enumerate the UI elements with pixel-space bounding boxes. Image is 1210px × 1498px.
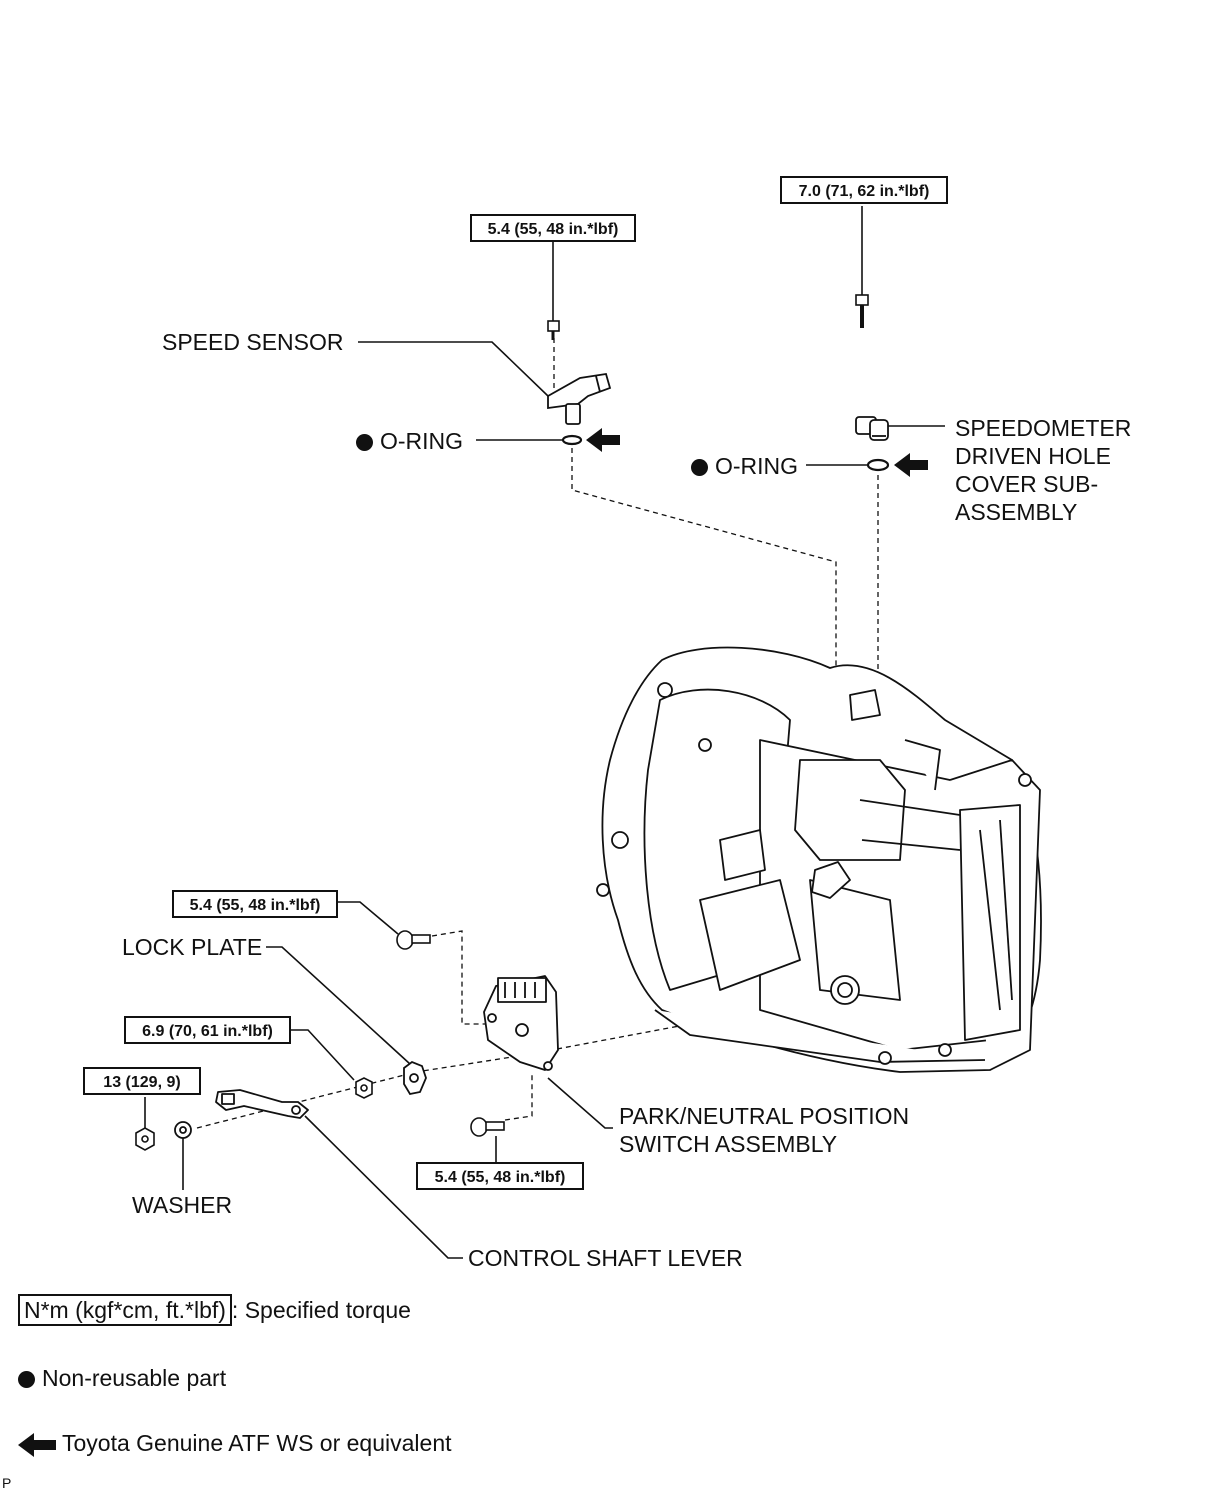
lock-plate-icon	[403, 1060, 427, 1096]
speed-sensor-icon	[547, 372, 612, 425]
label-speedometer-cover-line-1: SPEEDOMETER	[955, 415, 1132, 441]
label-washer: WASHER	[132, 1192, 233, 1218]
legend-torque-box: N*m (kgf*cm, ft.*lbf)	[18, 1294, 232, 1326]
legend-non-reusable-text: Non-reusable part	[42, 1365, 227, 1391]
switch-upper-bolt-icon	[396, 930, 431, 950]
legend-atf-text: Toyota Genuine ATF WS or equivalent	[62, 1430, 452, 1456]
torque-speedometer-cover-bolt: 7.0 (71, 62 in.*lbf)	[780, 176, 948, 204]
corner-mark: P	[2, 1475, 12, 1491]
atf-arrow-icon	[18, 1432, 56, 1457]
speedometer-cover-bolt-icon	[855, 294, 869, 328]
label-speed-sensor: SPEED SENSOR	[162, 329, 344, 355]
switch-nut-icon	[355, 1077, 373, 1099]
torque-lever-nut: 13 (129, 9)	[83, 1067, 201, 1095]
torque-switch-lower-bolt: 5.4 (55, 48 in.*lbf)	[416, 1162, 584, 1190]
atf-arrow-right-icon	[894, 453, 928, 477]
control-shaft-lever-icon	[215, 1089, 309, 1119]
label-speedometer-cover-line-2: DRIVEN HOLE	[955, 443, 1111, 469]
label-lock-plate: LOCK PLATE	[122, 934, 263, 960]
label-speedometer-cover: SPEEDOMETER DRIVEN HOLE COVER SUB- ASSEM…	[955, 414, 1195, 526]
alignment-lines	[196, 338, 879, 1129]
washer-icon	[174, 1121, 192, 1139]
torque-switch-upper-bolt: 5.4 (55, 48 in.*lbf)	[172, 890, 338, 918]
label-oring-left: O-RING	[356, 427, 463, 455]
atf-arrow-left-icon	[586, 428, 620, 452]
torque-switch-nut: 6.9 (70, 61 in.*lbf)	[124, 1016, 291, 1044]
speedometer-cover-icon	[855, 416, 889, 441]
transaxle-housing-icon	[596, 646, 1042, 1073]
legend-torque-text: : Specified torque	[231, 1297, 411, 1323]
oring-right-icon	[866, 458, 890, 472]
label-oring-right-text: O-RING	[715, 453, 799, 479]
switch-lower-bolt-icon	[470, 1117, 505, 1137]
torque-speed-sensor-bolt: 5.4 (55, 48 in.*lbf)	[470, 214, 636, 242]
label-oring-right: O-RING	[691, 452, 798, 480]
label-oring-left-text: O-RING	[380, 428, 464, 454]
oring-left-icon	[561, 434, 583, 446]
speed-sensor-bolt-icon	[547, 320, 560, 340]
non-reusable-dot-icon	[356, 434, 373, 451]
leader-lines	[144, 206, 945, 1259]
legend-torque: N*m (kgf*cm, ft.*lbf): Specified torque	[18, 1294, 411, 1326]
label-speedometer-cover-line-3: COVER SUB-	[955, 471, 1099, 497]
label-control-shaft-lever: CONTROL SHAFT LEVER	[468, 1245, 743, 1271]
legend-atf: Toyota Genuine ATF WS or equivalent	[18, 1429, 452, 1457]
non-reusable-dot-icon	[18, 1371, 35, 1388]
legend-non-reusable: Non-reusable part	[18, 1364, 226, 1392]
label-park-neutral-switch: PARK/NEUTRAL POSITION SWITCH ASSEMBLY	[619, 1102, 939, 1158]
non-reusable-dot-icon	[691, 459, 708, 476]
label-park-neutral-switch-line-1: PARK/NEUTRAL POSITION	[619, 1103, 910, 1129]
lever-nut-icon	[135, 1127, 155, 1151]
label-speedometer-cover-line-4: ASSEMBLY	[955, 499, 1078, 525]
park-neutral-switch-icon	[483, 975, 559, 1071]
label-park-neutral-switch-line-2: SWITCH ASSEMBLY	[619, 1131, 838, 1157]
